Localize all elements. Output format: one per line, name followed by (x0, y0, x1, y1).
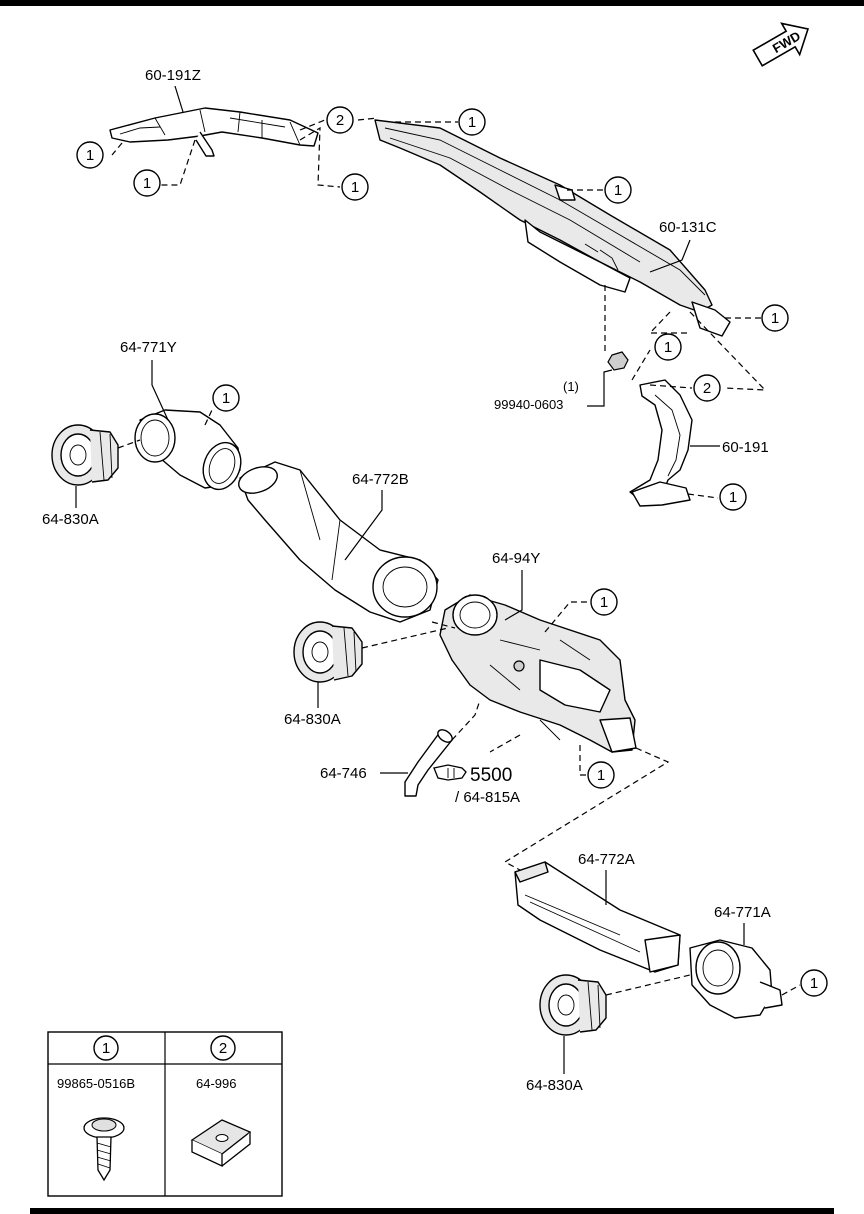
center-duct-64-94Y (439, 594, 637, 753)
svg-text:1: 1 (771, 310, 779, 327)
label-64-830A-center: 64-830A (284, 711, 341, 728)
svg-text:2: 2 (703, 380, 711, 397)
svg-text:1: 1 (614, 182, 622, 199)
label-64-772B: 64-772B (352, 471, 409, 488)
label-60-191: 60-191 (722, 439, 769, 456)
svg-text:1: 1 (597, 767, 605, 784)
legend-part-99865-0516B: 99865-0516B (57, 1076, 135, 1091)
label-64-771A: 64-771A (714, 904, 771, 921)
fastener-legend-table: 1 2 99865-0516B 64-996 (47, 1031, 283, 1197)
connection-lines (111, 117, 801, 996)
svg-text:1: 1 (810, 975, 818, 992)
label-64-830A-right: 64-830A (526, 1077, 583, 1094)
callout-2-b: 2 (693, 374, 721, 402)
main-duct-60-131C (374, 119, 731, 337)
callout-1-a: 1 (76, 141, 104, 169)
label-99940-0603: 99940-0603 (494, 397, 563, 412)
legend-part-64-996: 64-996 (196, 1076, 236, 1091)
hose-64-746 (404, 729, 453, 797)
svg-text:1: 1 (468, 114, 476, 131)
label-64-771Y: 64-771Y (120, 339, 177, 356)
clip-icon (190, 1119, 252, 1168)
elbow-64-771Y (134, 409, 242, 491)
reference-hand-icon (433, 764, 467, 781)
callout-1-h: 1 (719, 483, 747, 511)
label-64-772A: 64-772A (578, 851, 635, 868)
callout-1-g: 1 (654, 333, 682, 361)
vent-64-830A-left (51, 424, 119, 486)
nut-99940-0603 (607, 351, 629, 371)
vent-64-830A-right (539, 974, 607, 1036)
callout-1-i: 1 (212, 384, 240, 412)
callout-1-l: 1 (800, 969, 828, 997)
svg-text:1: 1 (222, 390, 230, 407)
elbow-64-771A (689, 939, 783, 1019)
duct-64-772A (514, 861, 681, 973)
label-64-746: 64-746 (320, 765, 367, 782)
svg-text:1: 1 (86, 147, 94, 164)
callout-1-d: 1 (458, 108, 486, 136)
svg-text:1: 1 (600, 594, 608, 611)
svg-text:1: 1 (729, 489, 737, 506)
reference-page: 5500 (470, 765, 512, 786)
callout-2-a: 2 (326, 106, 354, 134)
svg-text:1: 1 (664, 339, 672, 356)
legend-head-1: 1 (93, 1035, 119, 1061)
callout-1-b: 1 (133, 169, 161, 197)
reference-part: / 64-815A (455, 789, 520, 806)
vent-64-830A-center (293, 621, 363, 683)
svg-text:2: 2 (219, 1040, 227, 1057)
callout-1-c: 1 (341, 173, 369, 201)
legend-head-2: 2 (210, 1035, 236, 1061)
svg-text:1: 1 (351, 179, 359, 196)
svg-text:1: 1 (102, 1040, 110, 1057)
side-duct-left-60-191Z (109, 107, 319, 157)
label-60-191Z: 60-191Z (145, 67, 201, 84)
callout-1-e: 1 (604, 176, 632, 204)
svg-text:2: 2 (336, 112, 344, 129)
label-99940-qty: (1) (563, 379, 579, 394)
callout-1-j: 1 (590, 588, 618, 616)
hose-64-772B (238, 461, 439, 623)
side-duct-right-60-191 (629, 379, 693, 507)
bottom-border (30, 1208, 834, 1214)
label-64-830A-left: 64-830A (42, 511, 99, 528)
callout-1-k: 1 (587, 761, 615, 789)
label-64-94Y: 64-94Y (492, 550, 540, 567)
screw-icon (83, 1117, 125, 1182)
label-60-131C: 60-131C (659, 219, 717, 236)
top-border (0, 0, 864, 6)
callout-1-f: 1 (761, 304, 789, 332)
svg-text:1: 1 (143, 175, 151, 192)
fwd-arrow-icon: FWD (752, 22, 810, 67)
